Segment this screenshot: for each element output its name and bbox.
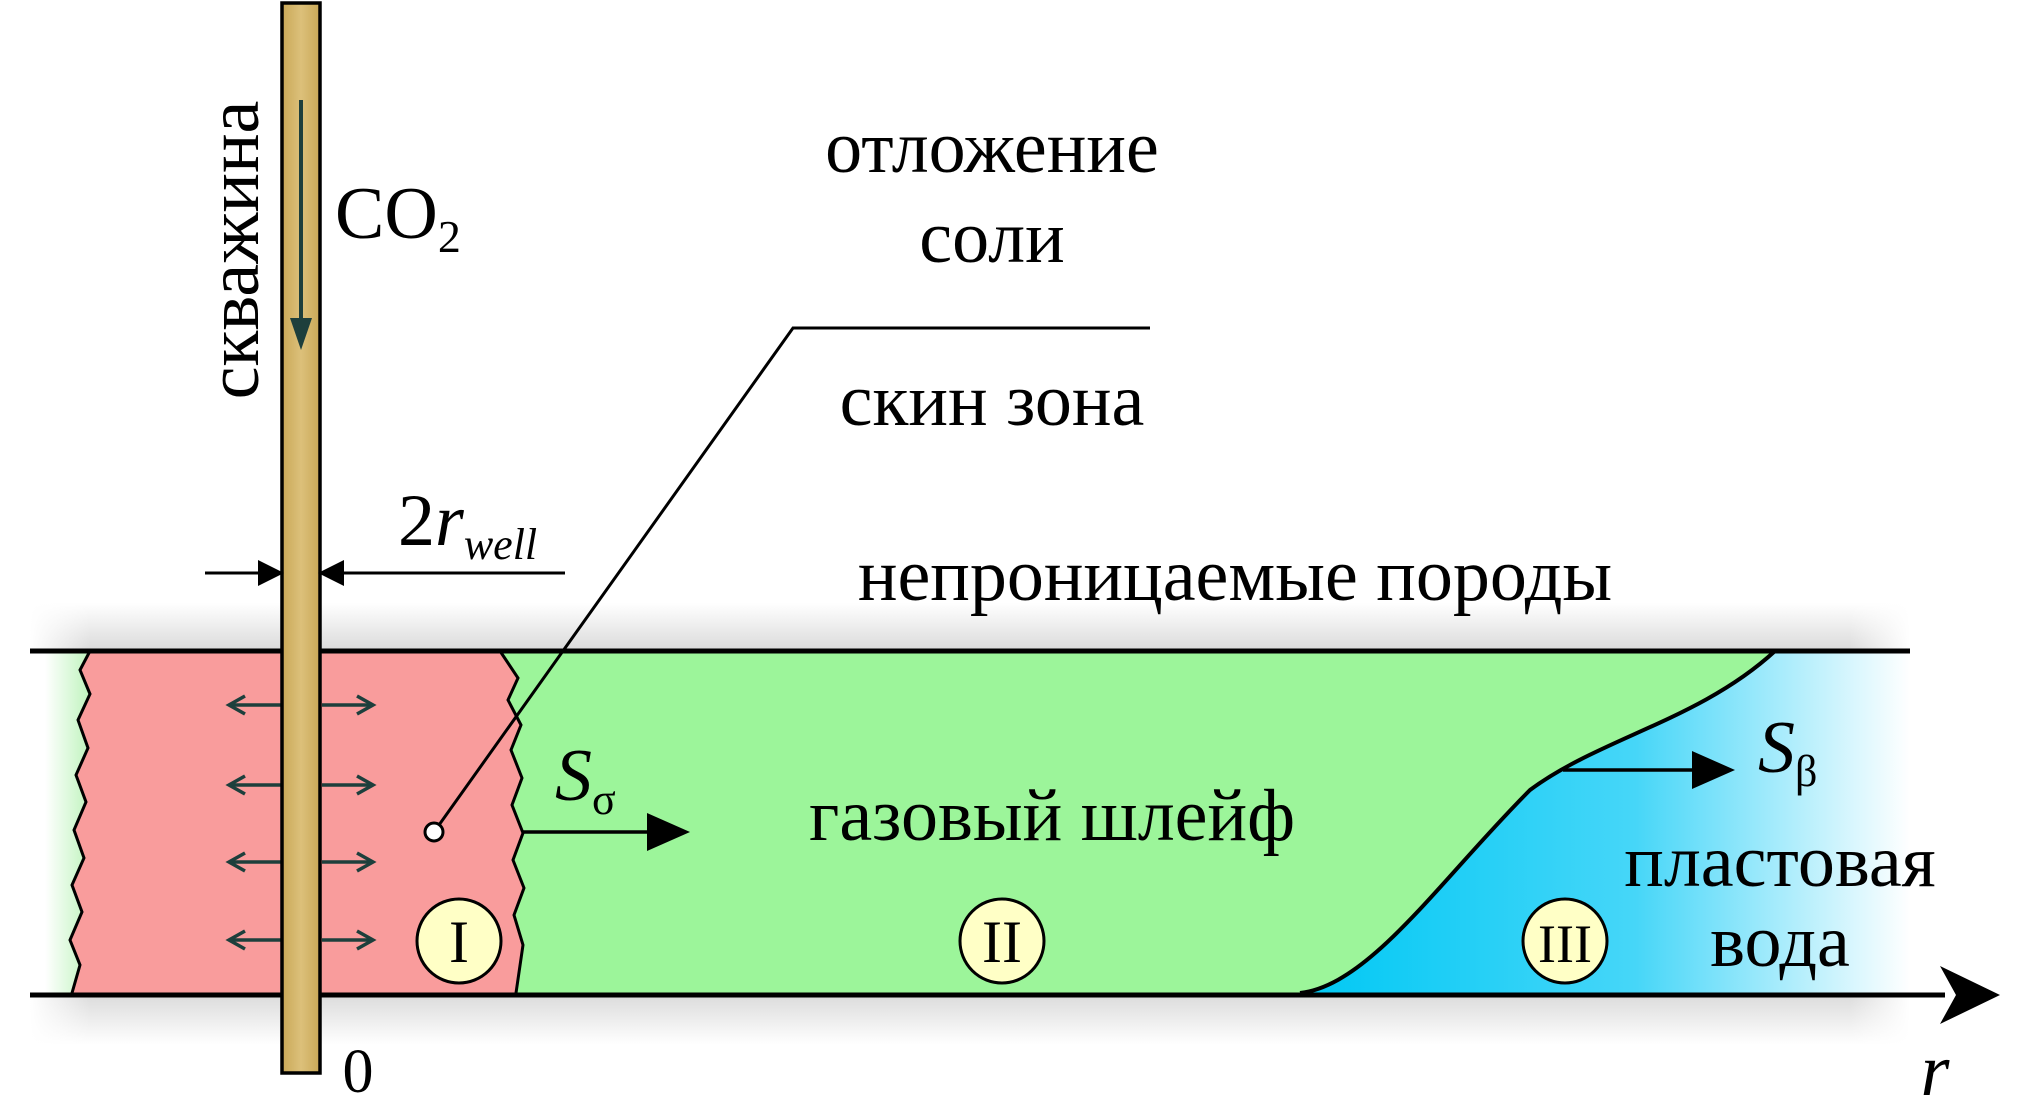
skin-zone-left-boundary	[68, 650, 92, 994]
well-label: скважина	[193, 101, 275, 400]
zone-marker-III: III	[1521, 897, 1609, 985]
gas-plume-label: газовый шлейф	[809, 775, 1295, 857]
salt-deposit-leader	[432, 326, 1150, 833]
salt-deposit-label-line2: соли	[919, 197, 1064, 279]
rwell-label: 2rwell	[398, 480, 537, 569]
r-axis-label: r	[1921, 1030, 1951, 1107]
impermeable-rock-top	[30, 603, 1910, 651]
zone-marker-I: I	[415, 897, 503, 985]
zone-marker-II: II	[958, 897, 1046, 985]
formation-water-label-line2: вода	[1710, 901, 1850, 983]
s-sigma-arrow	[522, 813, 690, 851]
s-beta-arrow	[1563, 751, 1735, 789]
co2-injection-arrow	[290, 100, 312, 350]
impermeable-rock-bottom	[30, 993, 1910, 1045]
r-axis-arrowhead	[1940, 966, 2000, 1024]
salt-deposit-label-line1: отложение	[825, 107, 1159, 189]
zone-label-III: III	[1538, 914, 1592, 974]
formation-water-label-line1: пластовая	[1624, 821, 1935, 903]
formation-water-zone	[1300, 651, 1910, 993]
s-sigma-label: Sσ	[555, 735, 616, 824]
zone-label-I: I	[449, 909, 469, 975]
impermeable-rock-label: непроницаемые породы	[858, 535, 1612, 617]
s-beta-label: Sβ	[1758, 707, 1817, 796]
skin-zone-right-boundary	[498, 650, 526, 994]
well-diameter-dimension	[205, 560, 565, 586]
zone-label-II: II	[982, 909, 1022, 975]
salt-deposit-marker	[423, 821, 445, 843]
co2-label: CO2	[335, 173, 461, 262]
radial-flow-arrows	[225, 694, 377, 951]
skin-zone-label: скин зона	[840, 360, 1145, 442]
origin-label: 0	[343, 1038, 374, 1106]
water-front-boundary	[1299, 649, 1777, 995]
